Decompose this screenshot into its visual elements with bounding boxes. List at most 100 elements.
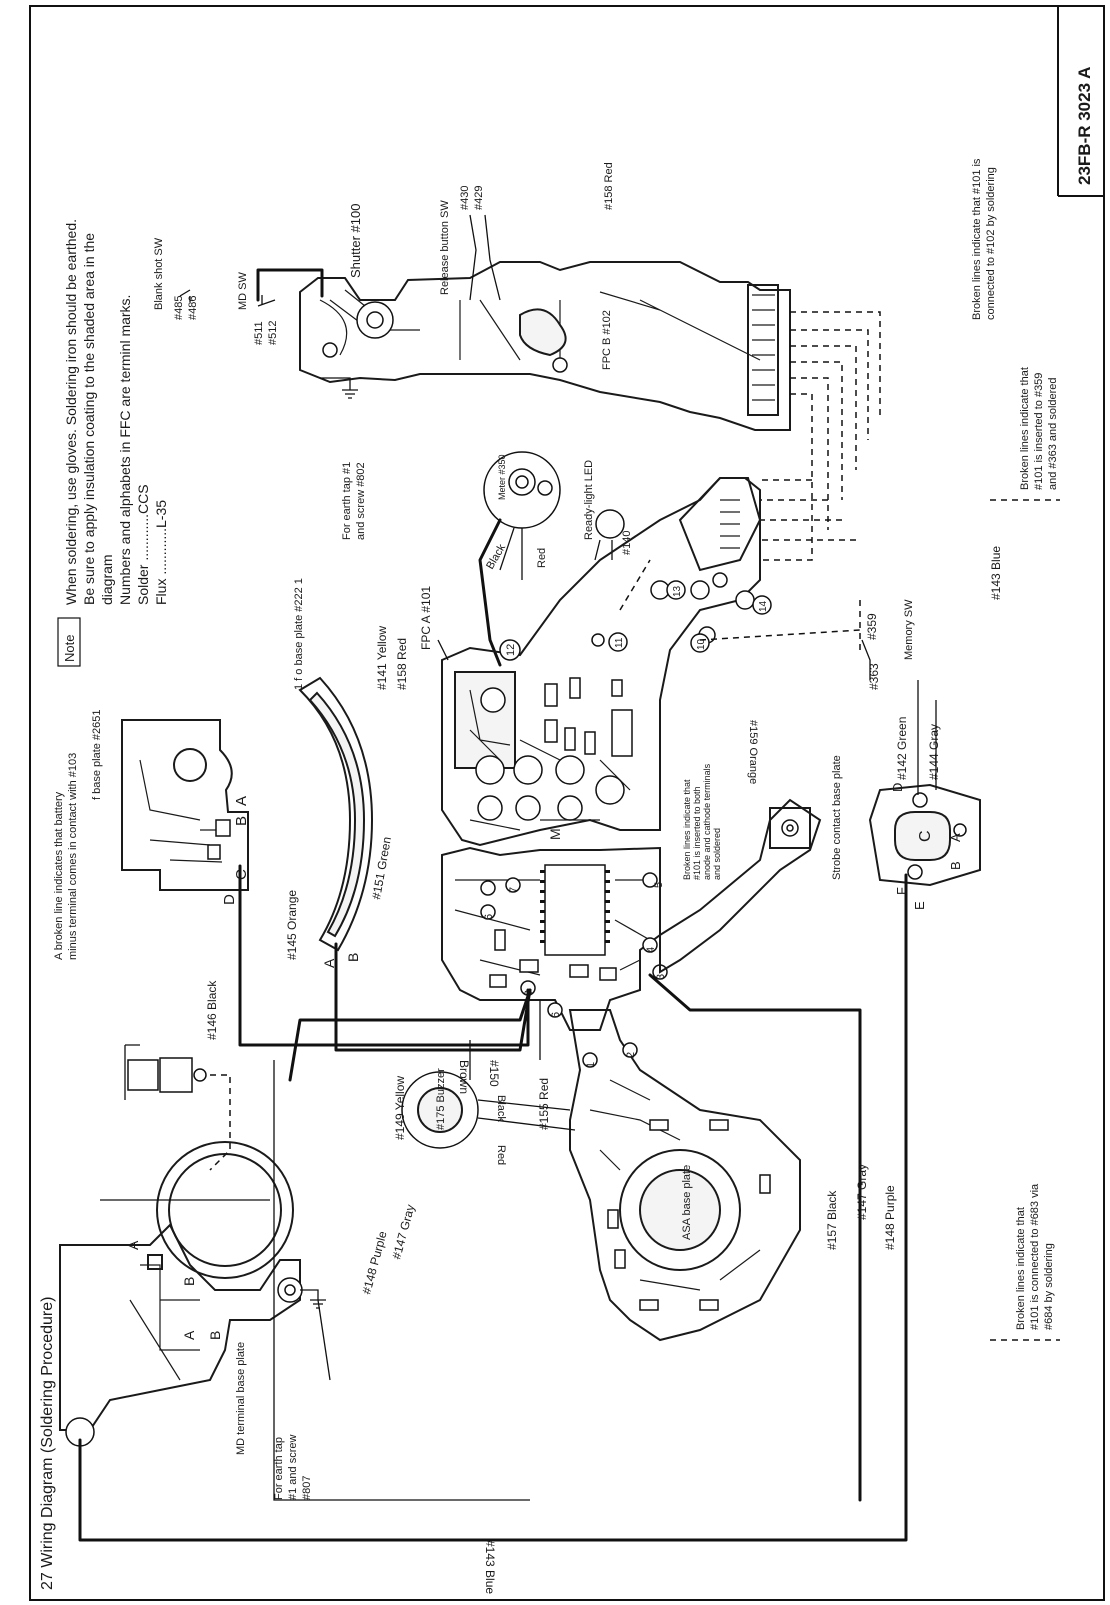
arc-base-plate [298, 676, 374, 952]
wire-142-label: #142 Green [895, 717, 909, 780]
base-plate-2651-label: f base plate #2651 [91, 709, 103, 800]
note-r3-line2: #101 is connected to #683 via [1029, 1183, 1041, 1330]
fpc-b-label: FPC B #102 [601, 310, 613, 370]
earth-tap2-line2: #1 and screw [287, 1435, 299, 1500]
terminal-md-A1: A [125, 1240, 141, 1250]
fpc-a-label: FPC A #101 [419, 586, 433, 650]
wire-143-blue-right: #143 Blue [989, 546, 1003, 600]
sw-359: #359 [865, 613, 879, 640]
terminal-3: 3 [655, 974, 667, 980]
battery-base-plate [121, 719, 249, 891]
wire-144-label: #144 Gray [927, 724, 941, 780]
wire-145-label: #145 Orange [285, 890, 299, 960]
note-r2-line1: Broken lines indicate that [1019, 367, 1031, 490]
note-line-2: Be sure to apply insulation coating to t… [81, 233, 97, 605]
earth-tap1-line2: and screw #802 [355, 462, 367, 540]
terminal-strobe-B: B [948, 861, 963, 870]
terminal-4: 4 [645, 947, 657, 953]
buzzer-label: #175 Buzzer [435, 1068, 447, 1130]
page-border [29, 5, 1105, 1601]
ready-light-label: Ready-light LED [583, 460, 595, 540]
fpc-a-lower-board [441, 846, 668, 1031]
terminal-strobe-C: C [917, 830, 934, 842]
fpc-b-dashed-links [760, 311, 881, 561]
note-line-6: Flux ............L-35 [153, 500, 169, 605]
wire-148-purple-label: #148 Purple [359, 1229, 389, 1295]
wire-143-blue [78, 873, 908, 1542]
wire-145-green [334, 942, 532, 1052]
strobe-label: Strobe contact base plate [831, 755, 843, 880]
sw-512: #512 [267, 321, 279, 345]
sw-485: #485 [173, 296, 185, 320]
wire-158-red-top: #158 Red [603, 162, 615, 210]
wire-157 [648, 973, 862, 1502]
terminal-strobe-D: D [890, 783, 905, 792]
terminal-6: 6 [483, 914, 495, 920]
note-label: Note [62, 635, 77, 662]
sw-486: #486 [187, 296, 199, 320]
terminal-md-A2: A [181, 1330, 197, 1340]
wire-146 [238, 864, 530, 1047]
fpc-a-upper-board [441, 477, 762, 847]
terminal-7: 7 [508, 887, 520, 893]
wire-148-label: #148 Purple [883, 1185, 897, 1250]
earth-tap-lower [300, 1289, 331, 1381]
note-block: Note When soldering, use gloves. Solderi… [57, 219, 169, 667]
sw-430: #430 [459, 186, 471, 210]
base-plate-2221-label: 1 f o base plate #222 1 [293, 578, 305, 690]
terminal-14: 14 [758, 600, 769, 612]
terminal-6b: 6 [550, 1012, 562, 1018]
sw-363: #363 [867, 663, 881, 690]
fpca-note-line2: #101 is inserted to both [692, 786, 702, 880]
terminal-5: 5 [653, 882, 665, 888]
terminal-arc-B: B [345, 953, 361, 962]
note-r2-line2: #101 is inserted to #359 [1033, 373, 1045, 490]
release-sw-label: Release button SW [439, 200, 451, 295]
wire-151-label: #151 Green [369, 836, 394, 901]
wire-157-label: #157 Black [825, 1190, 839, 1250]
terminal-md-B2: B [207, 1331, 223, 1340]
wire-147-gray [100, 1060, 530, 1501]
note-r2-line3: and #363 and soldered [1047, 377, 1059, 490]
note-r1-line2: connected to #102 by soldering [985, 167, 997, 320]
memory-sw-label: Memory SW [903, 599, 915, 660]
shutter-wire [256, 268, 324, 302]
wire-143-label: #143 Blue [483, 1540, 497, 1594]
strobe-flex [659, 798, 822, 974]
wire-harness [78, 864, 908, 1542]
terminal-battery-B: B [233, 816, 250, 826]
strobe-contact-plate [868, 783, 981, 887]
meter-label: Meter #350 [497, 454, 507, 500]
note-label-box [57, 617, 81, 667]
terminal-13: 13 [672, 585, 683, 597]
note-line-5: Solder ............CCS [135, 484, 151, 605]
battery-symbol [124, 1044, 231, 1171]
note-r3-line1: Broken lines indicate that [1015, 1207, 1027, 1330]
sw-429: #429 [473, 186, 485, 210]
earth-tap2-line1: For earth tap [273, 1437, 285, 1500]
buzzer-red: Red [495, 1145, 507, 1165]
wire-149-label: #149 Yellow [393, 1076, 407, 1140]
sw-511: #511 [253, 321, 265, 345]
terminal-10: 10 [696, 638, 707, 650]
earth-tap-upper [320, 377, 358, 399]
meter-black-wire [478, 518, 502, 667]
earth-tap1-line1: For earth tap #1 [341, 462, 353, 540]
terminal-1: 1 [585, 1062, 597, 1068]
md-sw-label: MD SW [237, 272, 249, 311]
wire-148-purple [288, 988, 532, 1082]
note-line-3: diagram [99, 554, 115, 605]
shutter-label: Shutter #100 [348, 204, 363, 278]
terminal-12: 12 [505, 644, 517, 656]
terminal-2: 2 [625, 1052, 637, 1058]
terminal-M: M [547, 828, 563, 840]
terminal-arc-A: A [321, 958, 337, 968]
wire-147-label: #147 Gray [855, 1164, 869, 1220]
meter-red-label: Red [536, 548, 548, 568]
md-ring [59, 1141, 303, 1447]
doc-number: 23FB-R 3023 A [1075, 67, 1094, 185]
note-r3-line3: #684 by soldering [1043, 1243, 1055, 1330]
wire-147-gray-label: #147 Gray [389, 1203, 417, 1261]
fpca-note-line1: Broken lines indicate that [682, 779, 692, 880]
wire-158-label: #158 Red [395, 638, 409, 690]
